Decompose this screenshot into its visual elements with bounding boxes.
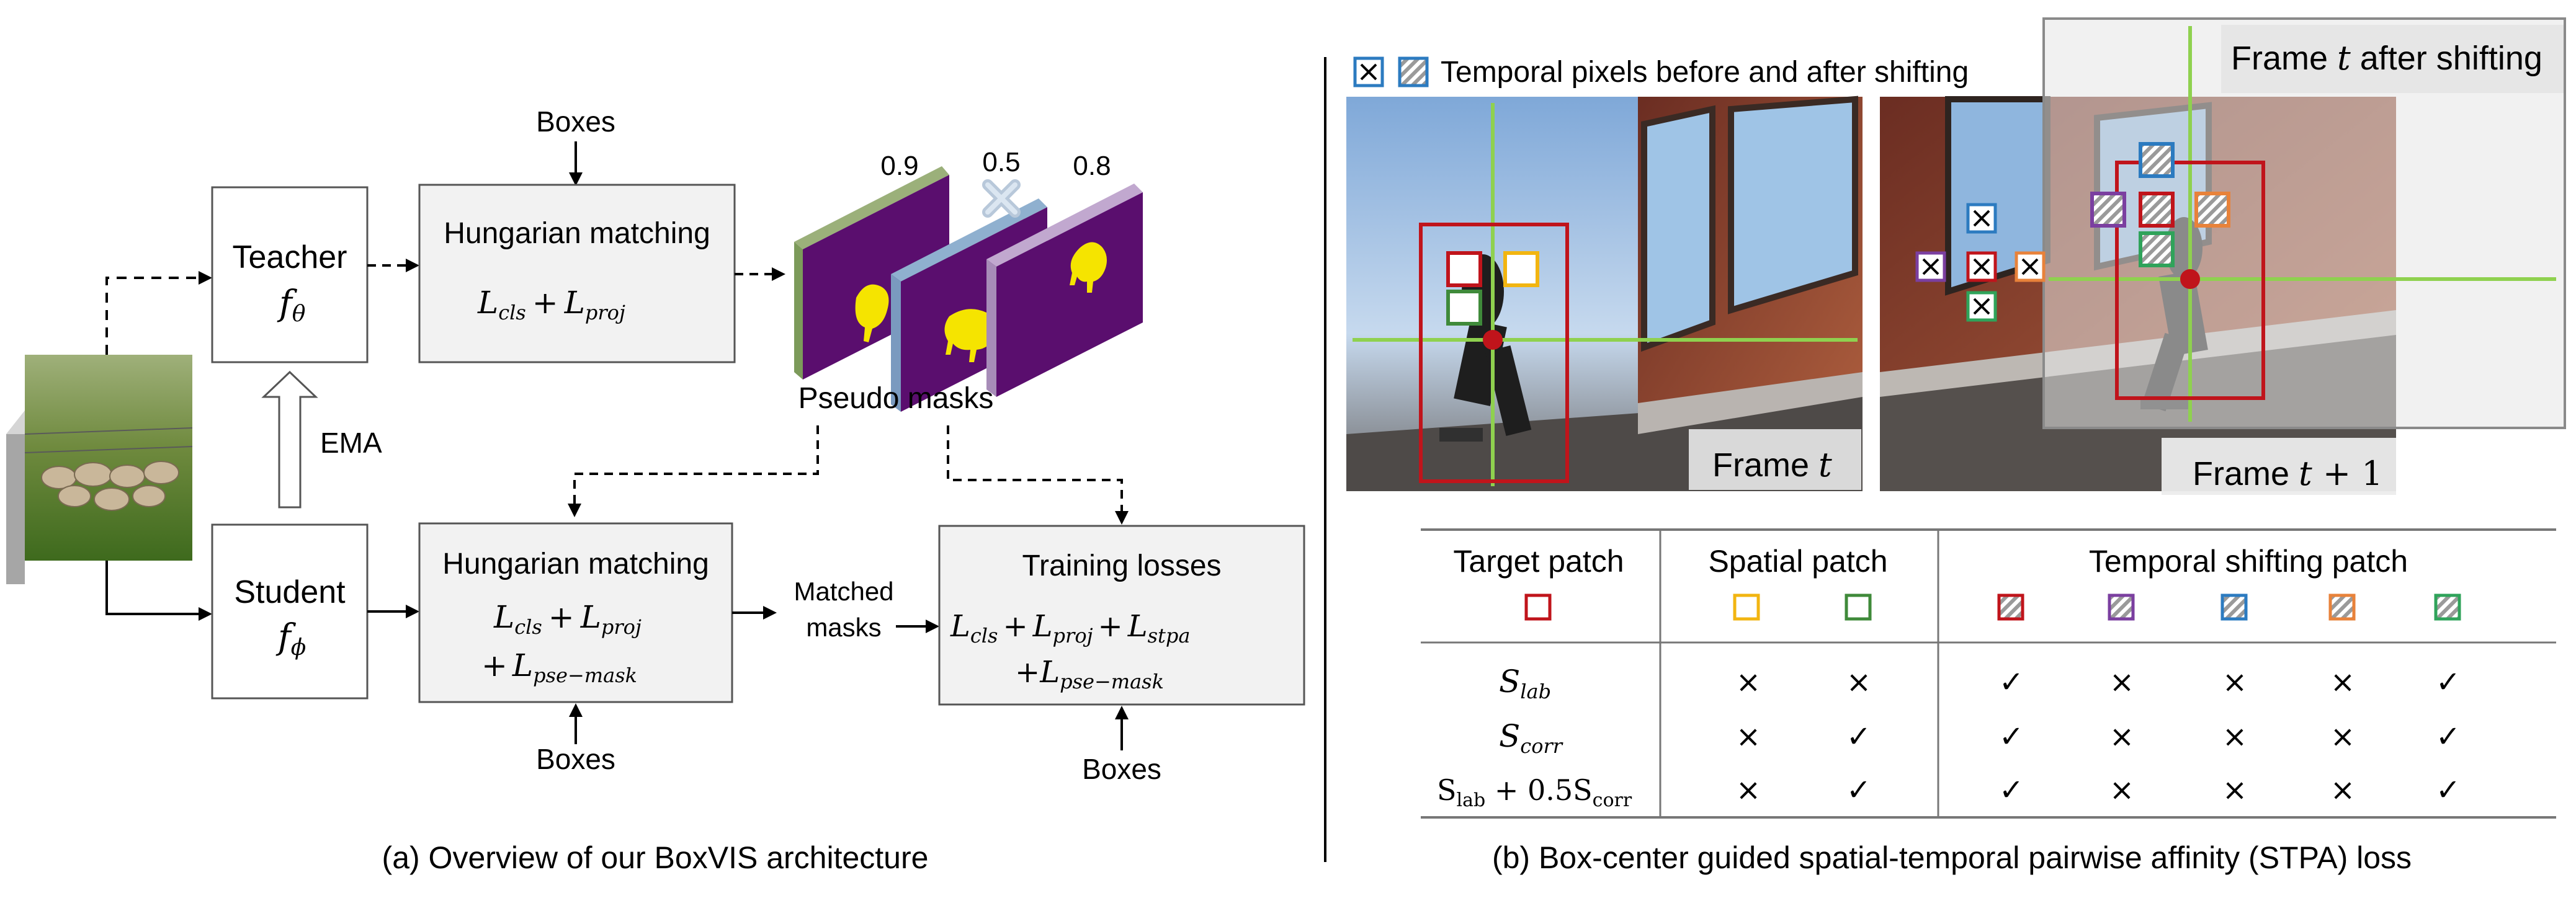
teacher-label: Teacher	[233, 239, 347, 275]
ema-label: EMA	[320, 427, 382, 459]
training-loss-line1: Lcls+Lproj+Lstpa	[950, 609, 1190, 647]
table-cell-r2-c0: ×	[1736, 773, 1761, 807]
header-patch-yellow	[1733, 593, 1760, 621]
header-patch-green	[1845, 593, 1872, 621]
row-label-s-lab: Slab	[1499, 664, 1551, 703]
row-label-s-corr: Scorr	[1499, 718, 1563, 758]
frame-t1-image: Frame t after shifting Frame t + 1	[1880, 17, 2566, 495]
table-cell-r1-c5: ×	[2330, 719, 2355, 754]
spatial-patch-yellow	[1503, 251, 1539, 287]
boxes-label-bottom-1: Boxes	[536, 743, 615, 775]
legend-label: Temporal pixels before and after shiftin…	[1441, 56, 1969, 89]
input-to-student-arrow	[105, 561, 212, 621]
table-cell-r2-c3: ×	[2109, 773, 2134, 807]
row-label-combined: Slab + 0.5Scorr	[1437, 773, 1632, 811]
boxes-label-bottom-2: Boxes	[1082, 753, 1161, 785]
frame-t1-bounding-box	[2115, 161, 2265, 400]
affinity-table: Target patch Spatial patch Temporal shif…	[1421, 528, 2556, 819]
matching-loss-bottom-line2: +Lpse−mask	[481, 647, 637, 687]
header-patch-red	[1524, 593, 1552, 621]
header-temporal-green	[2434, 593, 2461, 621]
training-losses-box: Training losses Lcls+Lproj+Lstpa +Lpse−m…	[938, 525, 1305, 706]
cross-icon	[1360, 63, 1377, 81]
table-cell-r1-c6: ✓	[2436, 719, 2461, 754]
input-to-teacher-arrow	[105, 271, 212, 355]
temporal-patch-purple	[2090, 192, 2126, 228]
table-cell-r0-c4: ×	[2222, 665, 2247, 700]
matched-label: Matched	[794, 577, 893, 606]
caption-b: (b) Box-center guided spatial-temporal p…	[1492, 840, 2412, 875]
table-cell-r0-c2: ✓	[1999, 665, 2024, 700]
spatial-patch-green	[1446, 290, 1482, 326]
frame-t-box-center	[1483, 330, 1503, 350]
header-temporal-blue	[2220, 593, 2248, 621]
table-cells: × × ✓ × × × ✓ × ✓ ✓ × × × ✓ × ✓ ✓ × × × ✓	[1736, 665, 2461, 807]
ema-arrow: EMA	[261, 370, 382, 509]
caption-a: (a) Overview of our BoxVIS architecture	[382, 840, 929, 875]
temporal-patch-blue	[2139, 142, 2175, 178]
hungarian-matching-student: Hungarian matching Lcls+Lproj +Lpse−mask	[418, 522, 733, 703]
hatched-patch-icon	[1398, 56, 1429, 87]
target-patch	[1446, 251, 1482, 287]
pseudo-masks-label: Pseudo masks	[798, 382, 994, 415]
training-losses-title: Training losses	[1022, 549, 1221, 582]
frame-t-image: Frame t	[1346, 96, 1863, 491]
input-video-clip	[6, 355, 193, 584]
header-spatial-patch: Spatial patch	[1708, 544, 1887, 579]
student-box: Student fϕ	[211, 523, 369, 700]
table-cell-r2-c4: ×	[2222, 773, 2247, 807]
teacher-box: Teacher fθ	[211, 186, 369, 363]
table-cell-r0-c5: ×	[2330, 665, 2355, 700]
masks-to-matching-arrow	[568, 425, 819, 517]
architecture-panel: Teacher fθ EMA Student fϕ Boxes H	[6, 105, 1305, 875]
header-temporal-red	[1997, 593, 2024, 621]
table-cell-r0-c3: ×	[2109, 665, 2134, 700]
temporal-patch-red	[2139, 192, 2175, 228]
table-cell-r1-c4: ×	[2222, 719, 2247, 754]
matching-loss-bottom-line1: Lcls+Lproj	[493, 599, 642, 639]
frame-t-bounding-box	[1419, 223, 1569, 483]
masks-to-losses-arrow	[947, 425, 1129, 525]
mask-score-1: 0.9	[880, 151, 918, 181]
crossed-patches	[1915, 203, 2046, 322]
header-target-patch: Target patch	[1453, 544, 1624, 579]
student-label: Student	[234, 574, 346, 610]
filtered-mask-cross-icon	[982, 179, 1021, 218]
pseudo-mask-1	[794, 166, 949, 380]
table-cell-r1-c2: ✓	[1999, 719, 2024, 754]
table-cell-r1-c3: ×	[2109, 719, 2134, 754]
stpa-panel: Temporal pixels before and after shiftin…	[1346, 17, 2566, 875]
matching-title-bottom: Hungarian matching	[442, 548, 709, 580]
frame-t1-box-center	[2180, 269, 2200, 289]
table-cell-r2-c2: ✓	[1999, 773, 2024, 807]
masks-label: masks	[806, 613, 881, 642]
table-cell-r1-c0: ×	[1736, 719, 1761, 754]
matching-loss-top: Lcls+Lproj	[477, 285, 625, 324]
table-cell-r2-c5: ×	[2330, 773, 2355, 807]
table-cell-r1-c1: ✓	[1846, 719, 1871, 754]
table-cell-r0-c6: ✓	[2436, 665, 2461, 700]
hungarian-matching-teacher: Hungarian matching Lcls+Lproj	[418, 184, 736, 363]
header-temporal-patch: Temporal shifting patch	[2089, 544, 2408, 579]
frame-shifted-label: Frame t after shifting	[2231, 38, 2542, 78]
header-temporal-purple	[2108, 593, 2135, 621]
mask-score-2: 0.5	[982, 147, 1020, 177]
table-cell-r2-c6: ✓	[2436, 773, 2461, 807]
mask-score-3: 0.8	[1073, 151, 1111, 181]
pseudo-masks-stack: 0.9 0.5 0.8	[794, 147, 1143, 412]
header-temporal-orange	[2328, 593, 2356, 621]
pseudo-mask-3	[986, 184, 1143, 397]
training-loss-line2: +Lpse−mask	[1015, 655, 1164, 693]
matching-title-top: Hungarian matching	[444, 217, 710, 250]
legend: Temporal pixels before and after shiftin…	[1353, 56, 1969, 89]
frame-t-label: Frame t	[1712, 445, 1832, 484]
table-cell-r0-c1: ×	[1846, 665, 1871, 700]
boxes-label-top: Boxes	[536, 105, 615, 138]
table-cell-r2-c1: ✓	[1846, 773, 1871, 807]
frame-t1-label: Frame t + 1	[2193, 454, 2383, 493]
temporal-patch-green	[2139, 231, 2175, 267]
temporal-patch-orange	[2194, 192, 2230, 228]
table-cell-r0-c0: ×	[1736, 665, 1761, 700]
